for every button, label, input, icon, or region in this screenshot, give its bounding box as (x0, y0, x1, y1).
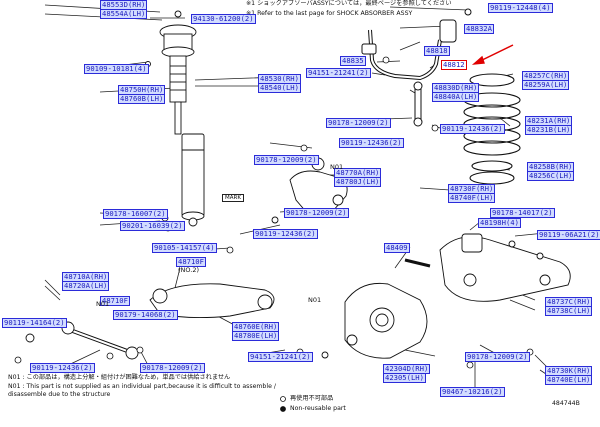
part-90119-14164[interactable]: 90119-14164(2) (2, 318, 67, 328)
part-90178-12009-e[interactable]: 90178-12009(2) (465, 352, 530, 362)
part-48738c[interactable]: 48738C(LH) (545, 306, 593, 316)
n01-label-knuckle: N01 (308, 296, 322, 304)
n01-label-upper: N01 (330, 163, 344, 171)
lower-arm (25, 283, 275, 360)
part-48198h[interactable]: 48198H(4) (478, 218, 521, 228)
part-48554a[interactable]: 48554A(LH) (100, 9, 148, 19)
part-90467-10216[interactable]: 90467-10216(2) (440, 387, 505, 397)
part-90119-06a21[interactable]: 90119-06A21(2) (537, 230, 600, 240)
part-90178-12009-c[interactable]: 90178-12009(2) (284, 208, 349, 218)
part-90178-12009-a[interactable]: 90178-12009(2) (326, 118, 391, 128)
part-48840a[interactable]: 48840A(LH) (432, 92, 480, 102)
trailing-arm (404, 233, 571, 302)
header-note-jp: ※1 ショックアブソーバASSYについては，最終ページを参照してください (246, 0, 452, 7)
upper-arm (271, 157, 348, 224)
part-48780e[interactable]: 48780E(LH) (232, 331, 280, 341)
diagram-id: 484744B (552, 400, 580, 407)
part-94151-21241-lower[interactable]: 94151-21241(2) (248, 352, 313, 362)
part-94151-21241-upper[interactable]: 94151-21241(2) (306, 68, 371, 78)
part-48832a[interactable]: 48832A (464, 24, 494, 34)
part-48740e[interactable]: 48740E(LH) (545, 375, 593, 385)
part-90178-12009-d[interactable]: 90178-12009(2) (140, 363, 205, 373)
part-90179-14068[interactable]: 90179-14068(2) (113, 310, 178, 320)
header-note-en: ※1 Refer to the last page for SHOCK ABSO… (246, 10, 413, 17)
highlight-arrow (471, 44, 514, 65)
part-90109-10181[interactable]: 90109-10181(4) (84, 64, 149, 74)
part-90119-12436-b[interactable]: 90119-12436(2) (339, 138, 404, 148)
coil-spring (463, 73, 521, 185)
part-48409[interactable]: 48409 (384, 243, 410, 253)
part-90119-12436-a[interactable]: 90119-12436(2) (440, 124, 505, 134)
legend-non-reusable-jp: 再使用不可部品 (290, 395, 334, 402)
part-48231b[interactable]: 48231B(LH) (525, 125, 573, 135)
part-48818[interactable]: 48818 (424, 46, 450, 56)
part-48720a[interactable]: 48720A(LH) (62, 281, 110, 291)
n01-label-left: N01 (96, 300, 110, 308)
part-48710f-no2[interactable]: 48710F (176, 257, 206, 267)
mark-callout: MARK (222, 194, 244, 202)
part-90119-12436-d[interactable]: 90119-12436(2) (30, 363, 95, 373)
part-48760b[interactable]: 48760B(LH) (118, 94, 166, 104)
part-48740f[interactable]: 48740F(LH) (448, 193, 496, 203)
footer-note-en-1: N01 : This part is not supplied as an in… (8, 383, 276, 390)
part-48780j[interactable]: 48780J(LH) (334, 177, 382, 187)
part-90201-16039[interactable]: 90201-16039(2) (120, 221, 185, 231)
part-90178-16007[interactable]: 90178-16007(2) (103, 209, 168, 219)
part-90119-12448[interactable]: 90119-12448(4) (488, 3, 553, 13)
footer-note-jp: N01 : この部品は，構造上分解・組付けが困難なため，単品では供給されません (8, 374, 231, 381)
knuckle (321, 282, 428, 359)
part-90119-12436-c[interactable]: 90119-12436(2) (253, 229, 318, 239)
part-48256c[interactable]: 48256C(LH) (527, 171, 575, 181)
part-90178-14017[interactable]: 90178-14017(2) (490, 208, 555, 218)
footer-note-en-2: disassemble due to the structure (8, 391, 111, 398)
part-90105-14157[interactable]: 90105-14157(4) (152, 243, 217, 253)
stabilizer-bar (361, 8, 472, 127)
part-94130-61200[interactable]: 94130-61200(2) (191, 14, 256, 24)
part-48710f[interactable]: 48710F (100, 296, 130, 306)
legend-non-reusable-en: Non-reusable part (290, 405, 346, 412)
part-48835[interactable]: 48835 (340, 56, 366, 66)
no2-label: (NO.2) (178, 266, 199, 274)
part-42305[interactable]: 42305(LH) (383, 373, 426, 383)
part-90178-12009-b[interactable]: 90178-12009(2) (254, 155, 319, 165)
part-48540[interactable]: 48540(LH) (258, 83, 301, 93)
part-48812-highlighted[interactable]: 48812 (441, 60, 467, 70)
legend-symbols (280, 396, 286, 412)
part-48259a[interactable]: 48259A(LH) (522, 80, 570, 90)
shock-absorber (145, 10, 205, 227)
